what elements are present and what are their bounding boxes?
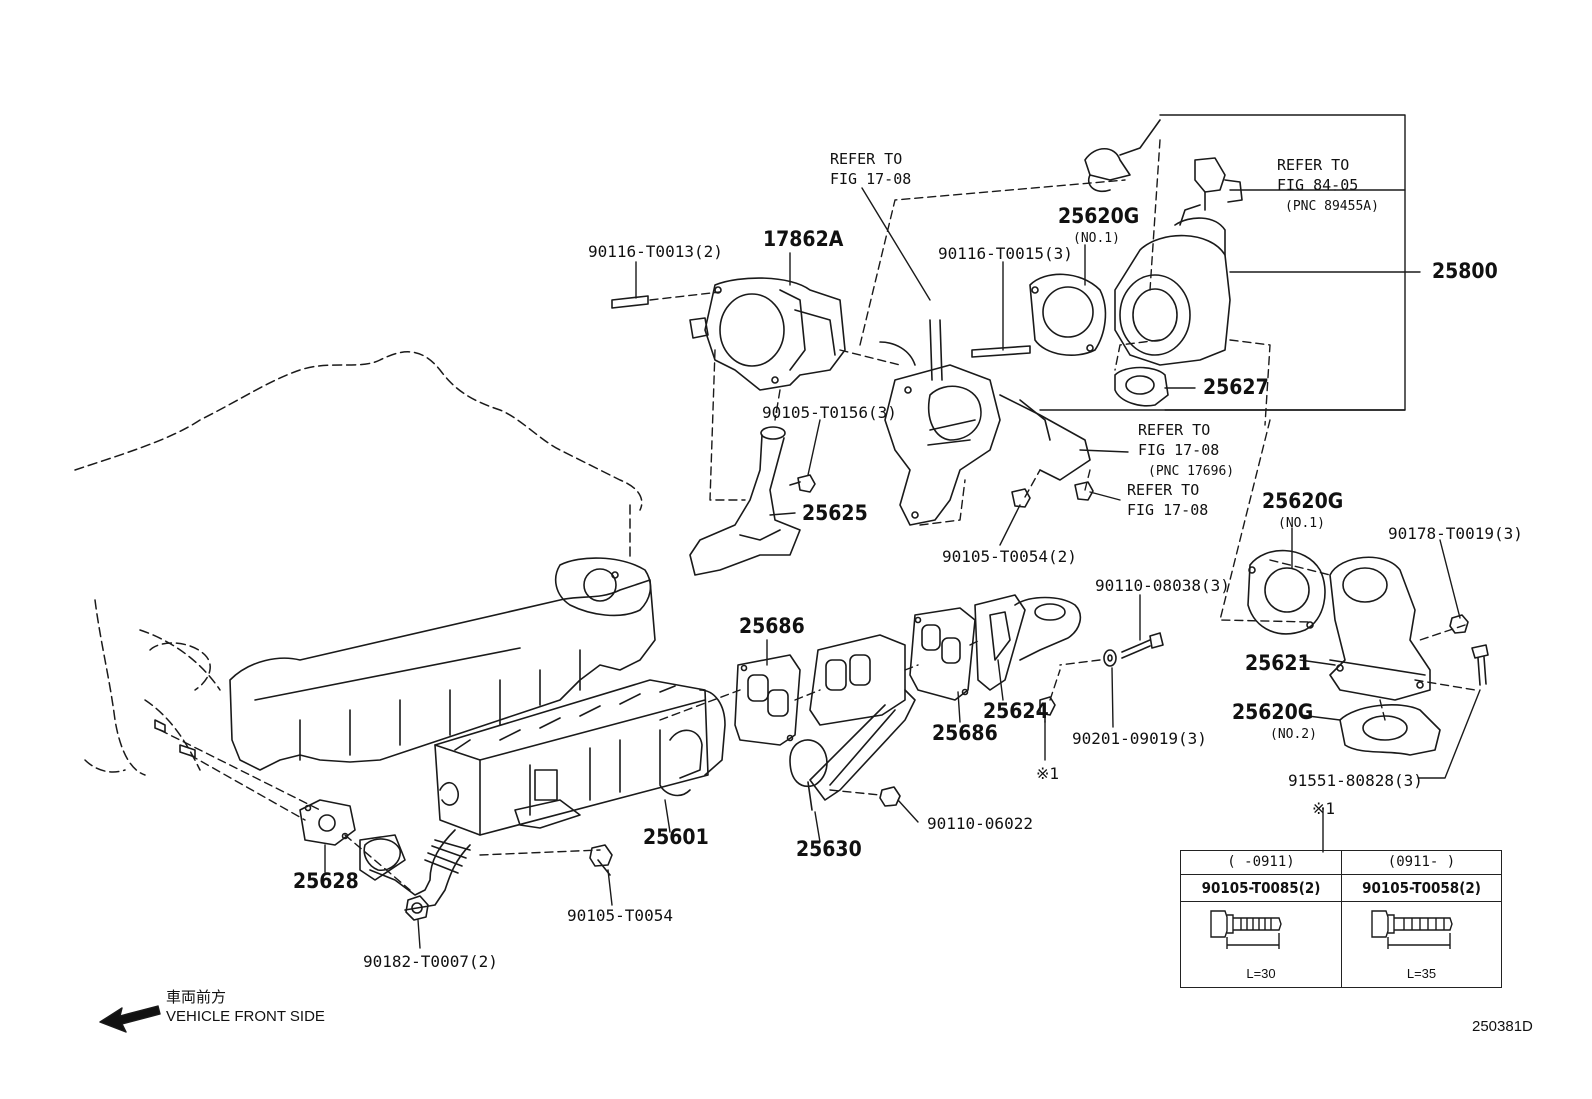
label-90182-T0007: 90182-T0007(2) [363, 952, 498, 971]
front-side-jp: 車両前方 [166, 989, 227, 1006]
variant-part-late: 90105-T0058(2) [1342, 875, 1501, 902]
label-25621: 25621 [1245, 651, 1311, 675]
label-25627: 25627 [1203, 375, 1269, 399]
label-mark1: ※1 [1036, 764, 1060, 783]
pipe-25624 [974, 594, 1082, 691]
label-25800: 25800 [1432, 259, 1498, 283]
bolt-90110-06022 [879, 786, 901, 807]
egr-cooler [434, 679, 726, 836]
label-25630: 25630 [796, 837, 862, 861]
egr-valve-25800 [1114, 157, 1243, 366]
label-refer2-c: (PNC 89455A) [1285, 199, 1379, 214]
bolt-l35-icon [1371, 910, 1453, 949]
label-refer2-a: REFER TO [1277, 156, 1350, 174]
bolt-90110-08038 [1121, 632, 1164, 659]
label-90105-T0054: 90105-T0054 [567, 906, 673, 925]
label-refer4-a: REFER TO [1127, 481, 1200, 499]
label-17862A: 17862A [763, 227, 844, 251]
variant-range-early: ( -0911) [1181, 851, 1341, 875]
label-mark1-table: ※1 [1312, 799, 1336, 818]
label-refer2-b: FIG 84-05 [1277, 176, 1359, 194]
washer-90201-09019 [1103, 649, 1117, 667]
label-90105-T0156: 90105-T0156(3) [762, 403, 897, 422]
gasket-25686-left [734, 654, 801, 746]
vacuum-hose [1084, 119, 1161, 193]
label-90110-08038: 90110-08038(3) [1095, 576, 1230, 595]
label-90201-09019: 90201-09019(3) [1072, 729, 1207, 748]
label-25601: 25601 [643, 825, 709, 849]
variant-dim-late: L=35 [1406, 966, 1437, 981]
gasket-25627 [1114, 366, 1169, 407]
nut-90182 [405, 895, 429, 921]
bolt-90105-T0156 [789, 474, 816, 493]
label-25686-left: 25686 [739, 614, 805, 638]
nut-90178 [1449, 614, 1469, 634]
label-refer1-b: FIG 17-08 [830, 170, 912, 188]
label-90116-T0015: 90116-T0015(3) [938, 244, 1073, 263]
label-25628: 25628 [293, 869, 359, 893]
bypass-valve-25630 [789, 634, 916, 811]
label-25620G-no2-sub: (NO.2) [1270, 727, 1317, 742]
label-25620G-right: 25620G [1262, 489, 1344, 513]
label-90178-T0019: 90178-T0019(3) [1388, 524, 1523, 543]
label-25620G-no2: 25620G [1232, 700, 1314, 724]
stud-90116-T0015 [971, 345, 1031, 358]
bracket-25625 [689, 426, 801, 576]
variant-dim-early: L=30 [1246, 966, 1276, 981]
figure-code: 250381D [1472, 1018, 1533, 1035]
variant-col-early: ( -0911) 90105-T0085(2) L=30 [1181, 851, 1341, 987]
label-91551-80828: 91551-80828(3) [1288, 771, 1423, 790]
pipe-25621 [1329, 556, 1431, 701]
label-25620G-upper-sub: (NO.1) [1073, 231, 1120, 246]
label-90116-T0013: 90116-T0013(2) [588, 242, 723, 261]
engine-block-phantom [74, 351, 643, 776]
label-25624: 25624 [983, 699, 1049, 723]
front-side-en: VEHICLE FRONT SIDE [166, 1008, 325, 1025]
stud-90116-T0013 [611, 295, 649, 309]
label-25686-right: 25686 [932, 721, 998, 745]
label-refer4-b: FIG 17-08 [1127, 501, 1209, 519]
front-arrow-icon [99, 1005, 161, 1033]
variant-part-early: 90105-T0085(2) [1181, 875, 1341, 902]
label-refer3-a: REFER TO [1138, 421, 1211, 439]
studs-engine [154, 719, 196, 758]
bolt-variant-table: ( -0911) 90105-T0085(2) L=30 (0911- ) 90… [1180, 850, 1502, 988]
gasket-25628 [299, 799, 356, 846]
gasket-25686-right [909, 607, 976, 701]
label-25625: 25625 [802, 501, 868, 525]
bolt-mark1 [1039, 696, 1056, 723]
label-25620G-upper: 25620G [1058, 204, 1140, 228]
gasket-25620G-upper [1029, 273, 1107, 356]
bolt-l30-icon [1210, 910, 1282, 949]
label-refer3-b: FIG 17-08 [1138, 441, 1220, 459]
bolt-90105-T0054-2 [1011, 481, 1094, 508]
intake-manifold [229, 557, 656, 771]
label-refer1-a: REFER TO [830, 150, 903, 168]
gasket-25620G-no2 [1339, 704, 1441, 756]
throttle-body-17862A [689, 277, 846, 391]
label-90105-T0054-2: 90105-T0054(2) [942, 547, 1077, 566]
variant-col-late: (0911- ) 90105-T0058(2) L=35 [1341, 851, 1501, 987]
label-25620G-right-sub: (NO.1) [1278, 516, 1325, 531]
egr-valve-housing [879, 319, 1091, 526]
label-90110-06022: 90110-06022 [927, 814, 1033, 833]
cooler-outlet-pipe [359, 829, 471, 911]
variant-range-late: (0911- ) [1342, 851, 1501, 875]
bolt-91551 [1471, 644, 1489, 686]
solid-leaders [324, 114, 1481, 949]
dashed-leaders [159, 139, 1476, 891]
gasket-25620G-right [1247, 549, 1326, 635]
label-refer3-c: (PNC 17696) [1148, 464, 1235, 479]
